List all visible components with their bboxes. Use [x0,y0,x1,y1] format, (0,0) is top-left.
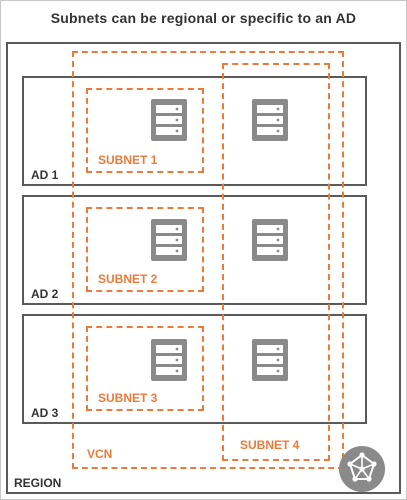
subnet-2-box [86,207,204,292]
subnet-4-box [222,63,330,461]
subnet-3-label: SUBNET 3 [98,391,158,405]
server-icon [252,339,288,381]
ad-3-label: AD 3 [31,406,59,420]
vcn-label: VCN [87,447,113,461]
region-box [6,42,401,494]
server-icon [151,99,187,141]
server-icon [252,219,288,261]
ad-2-box [22,195,367,305]
subnet-1-box [86,88,204,173]
ad-1-box [22,76,367,186]
subnet-4-label: SUBNET 4 [240,438,300,452]
server-icon [252,99,288,141]
subnet-3-box [86,326,204,411]
ad-3-box [22,314,367,424]
region-label: REGION [14,476,62,490]
ad-2-label: AD 2 [31,287,59,301]
subnet-2-label: SUBNET 2 [98,272,158,286]
vcn-box [72,51,344,469]
subnet-1-label: SUBNET 1 [98,153,158,167]
diagram-title: Subnets can be regional or specific to a… [50,10,357,26]
server-icon [151,219,187,261]
ad-1-label: AD 1 [31,168,59,182]
vcn-network-icon [339,446,385,492]
server-icon [151,339,187,381]
